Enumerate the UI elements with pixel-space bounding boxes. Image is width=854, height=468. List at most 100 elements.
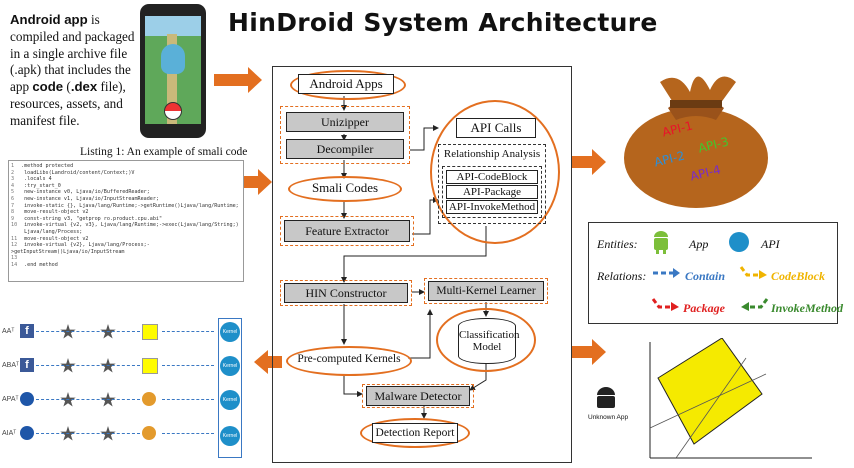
code-line: 14 .end method: [11, 262, 243, 269]
edge-feature-rel: [412, 197, 439, 235]
code-line: Ljava/lang/Process;: [11, 229, 243, 236]
api-node-icon: [100, 426, 116, 441]
detector-group: [362, 384, 474, 408]
relations-label: Relations:: [597, 269, 647, 283]
code-line-text: invoke-virtual {v2, v3}, Ljava/lang/Runt…: [21, 222, 239, 229]
code-line-text: move-result-object v2: [21, 235, 89, 242]
pokeball-icon: [164, 102, 182, 120]
code-line: 6 new-instance v1, Ljava/io/InputStreamR…: [11, 196, 243, 203]
model-label: Model: [472, 341, 502, 353]
pokeball-app-icon: [20, 426, 34, 440]
kernel-icon: Kernel: [220, 322, 240, 342]
code-line-number: 10: [11, 222, 18, 229]
api-codeblock-box: API-CodeBlock: [446, 170, 538, 184]
package-arrow-icon: [651, 298, 679, 311]
code-line-text: .method protected: [21, 163, 74, 169]
intro-text-1: is compiled and packaged in a single arc…: [10, 12, 135, 95]
legend: Entities: App API Relations: Contain Cod…: [588, 222, 843, 324]
snapchat-app-icon: [142, 358, 158, 374]
code-line-number: 7: [11, 202, 15, 209]
facebook-app-icon: f: [20, 324, 34, 338]
edge-kernels-detector: [343, 374, 363, 397]
legend-contain-label: Contain: [685, 269, 726, 283]
sack-tie: [670, 100, 722, 108]
code-line-number: 14: [11, 261, 18, 268]
metapath-to-kernel-edge: [162, 399, 214, 400]
code-line-number: 5: [11, 189, 15, 196]
arrow-code-to-smali: [244, 169, 272, 195]
code-line-number: 13: [11, 255, 18, 262]
code-line-text: :try_start_0: [21, 182, 61, 189]
metapath-label: ABAᵀ: [2, 362, 20, 369]
classification-plot: [649, 338, 812, 459]
feature-extractor-box: Feature Extractor: [284, 220, 410, 242]
unizipper-box: Unizipper: [286, 112, 404, 132]
intro-text-3: file), resources, assets, and manifest f…: [10, 79, 126, 128]
multi-kernel-learner-box: Multi-Kernel Learner: [428, 281, 544, 301]
code-line: 9 const-string v3, "getprop ro.product.c…: [11, 216, 243, 223]
code-line: 3 .locals 4: [11, 176, 243, 183]
code-line: 8 move-result-object v2: [11, 209, 243, 216]
code-line-number: 11: [11, 235, 18, 242]
metapath-to-kernel-edge: [162, 433, 214, 434]
kernel-icon: Kernel: [220, 426, 240, 446]
code-line: 11 move-result-object v2: [11, 236, 243, 243]
sack-top: [660, 76, 736, 104]
api-node-icon: [100, 392, 116, 407]
decompiler-box: Decompiler: [286, 139, 404, 159]
code-line-text: loadLibs(Landroid/content/Context;)V: [21, 169, 135, 176]
biohazard-app-icon: [142, 392, 156, 406]
metapath-to-kernel-edge: [162, 365, 214, 366]
facebook-app-icon: f: [20, 358, 34, 372]
code-line-number: 1: [11, 163, 15, 169]
intro-text: Android app is compiled and packaged in …: [10, 12, 135, 130]
code-line: 2 loadLibs(Landroid/content/Context;)V: [11, 170, 243, 177]
arrow-apk-to-apps: [214, 67, 262, 93]
hin-group: [280, 280, 412, 306]
metapath-label: APAᵀ: [2, 396, 19, 403]
code-line: 4 :try_start_0: [11, 183, 243, 190]
metapath-label: AIAᵀ: [2, 430, 17, 437]
code-line: 1 .method protected: [11, 163, 243, 170]
code-line-text: invoke-static {}, Ljava/lang/Runtime;->g…: [21, 202, 239, 209]
code-line-text: .end method: [21, 261, 58, 268]
intro-bold-android-app: Android app: [10, 12, 88, 27]
sack-body: [624, 108, 768, 208]
biohazard-app-icon: [142, 426, 156, 440]
api-analysis-ellipse: [430, 100, 560, 244]
edge-kernels-mkl: [408, 309, 433, 359]
api-entity-icon: [729, 232, 749, 252]
code-line-text: new-instance v1, Ljava/io/InputStreamRea…: [21, 195, 160, 202]
kernel-icon: Kernel: [220, 356, 240, 376]
code-line-number: 2: [11, 169, 15, 176]
metapath-edge: [36, 331, 140, 332]
relation-types-group: [442, 166, 542, 218]
android-app-icon: [654, 231, 668, 254]
code-line-number: 9: [11, 215, 15, 222]
api-calls-box: API Calls: [456, 118, 536, 138]
api-sack-image: [624, 76, 768, 208]
code-line-number: 8: [11, 209, 15, 216]
metapath-edge: [36, 433, 140, 434]
report-ellipse: [360, 418, 470, 448]
relationship-group: [438, 144, 546, 224]
code-line: 13: [11, 255, 243, 262]
code-line-text: .locals 4: [21, 176, 52, 183]
invoke-arrow-icon: [741, 298, 769, 311]
code-line: 10 invoke-virtual {v2, v3}, Ljava/lang/R…: [11, 222, 243, 229]
relationship-analysis-label: Relationship Analysis: [443, 148, 541, 160]
code-line-number: 12: [11, 242, 18, 249]
code-line: 7 invoke-static {}, Ljava/lang/Runtime;-…: [11, 203, 243, 210]
smali-codes-ellipse: [288, 176, 402, 202]
unknown-app-label: Unknown App: [588, 414, 629, 421]
plot-line-1: [649, 373, 767, 429]
code-line-text: const-string v3, "getprop ro.product.cpu…: [21, 215, 163, 222]
decompile-group: [280, 106, 410, 164]
kernel-icon: Kernel: [220, 390, 240, 410]
api-node-icon: [60, 392, 76, 407]
contain-arrow-icon: [653, 268, 680, 278]
api-node-icon: [100, 358, 116, 373]
smali-codes-label: Smali Codes: [311, 180, 379, 195]
arrow-to-sack: [572, 149, 606, 175]
